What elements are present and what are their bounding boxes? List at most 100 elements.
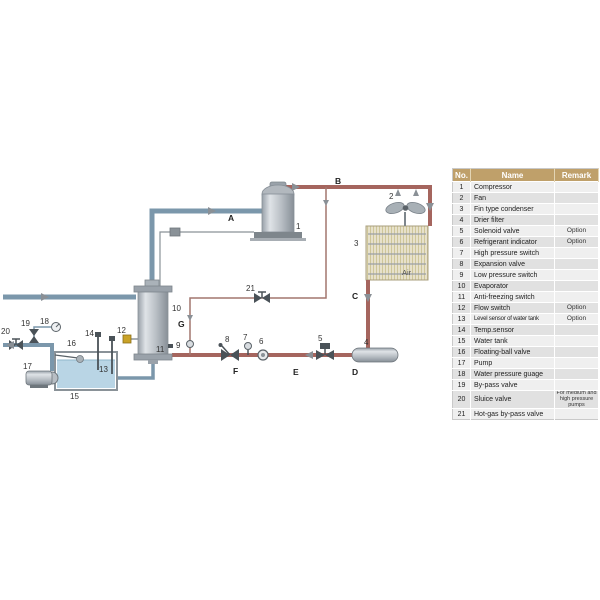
part-label-16: 16 bbox=[67, 339, 76, 348]
arrow-left-icon bbox=[6, 341, 14, 349]
anti-freezing-switch bbox=[168, 344, 173, 348]
part-label-8: 8 bbox=[225, 335, 230, 344]
floating-ball-valve bbox=[54, 354, 84, 363]
cell-remark bbox=[554, 280, 599, 292]
cell-no: 7 bbox=[452, 247, 471, 259]
cell-remark: Option bbox=[554, 313, 599, 325]
cell-remark bbox=[554, 269, 599, 281]
cell-no: 12 bbox=[452, 302, 471, 314]
cell-name: Floating-ball valve bbox=[470, 346, 555, 358]
fan bbox=[385, 202, 426, 226]
cell-remark bbox=[554, 368, 599, 380]
level-sensor bbox=[109, 336, 115, 374]
col-header-no: No. bbox=[452, 168, 471, 182]
cell-remark: Option bbox=[554, 302, 599, 314]
part-label-20: 20 bbox=[1, 327, 10, 336]
cell-name: Temp.sensor bbox=[470, 324, 555, 336]
cell-remark bbox=[554, 214, 599, 226]
flow-label-c: C bbox=[352, 291, 358, 301]
cell-name: Pump bbox=[470, 357, 555, 369]
evaporator bbox=[133, 279, 173, 364]
part-label-3: 3 bbox=[354, 239, 359, 248]
arrow-right-icon bbox=[208, 207, 216, 215]
table-header-row: No. Name Remark bbox=[452, 168, 599, 182]
arrow-down-icon bbox=[364, 294, 372, 302]
cell-no: 21 bbox=[452, 408, 471, 420]
cell-no: 11 bbox=[452, 291, 471, 303]
cell-name: Level sensor of water tank bbox=[470, 313, 555, 325]
temp-sensor bbox=[95, 332, 101, 370]
arrow-up-icon bbox=[395, 189, 401, 196]
cell-name: High pressure switch bbox=[470, 247, 555, 259]
refrigerant-indicator bbox=[257, 349, 269, 361]
cell-no: 13 bbox=[452, 313, 471, 325]
cell-name: Sluice valve bbox=[470, 389, 555, 409]
part-label-11: 11 bbox=[156, 345, 165, 354]
cell-remark bbox=[554, 291, 599, 303]
part-label-9: 9 bbox=[176, 341, 181, 350]
cell-remark bbox=[554, 335, 599, 347]
hot-gas-bypass-valve bbox=[254, 291, 270, 303]
cell-remark: Option bbox=[554, 225, 599, 237]
cell-name: Evaporator bbox=[470, 280, 555, 292]
cell-name: Solenoid valve bbox=[470, 225, 555, 237]
expansion-valve bbox=[218, 343, 239, 361]
flow-label-a: A bbox=[228, 213, 234, 223]
part-label-4: 4 bbox=[364, 338, 369, 347]
part-labels: 1 2 3 4 5 6 7 8 9 10 11 12 13 14 15 16 1… bbox=[1, 192, 394, 401]
fin-type-condenser bbox=[365, 225, 429, 281]
cell-no: 6 bbox=[452, 236, 471, 248]
cell-name: By-pass valve bbox=[470, 379, 555, 391]
cell-no: 10 bbox=[452, 280, 471, 292]
part-label-18: 18 bbox=[40, 317, 49, 326]
cell-remark bbox=[554, 324, 599, 336]
cell-no: 2 bbox=[452, 192, 471, 204]
arrow-down-icon bbox=[426, 203, 434, 211]
cell-remark bbox=[554, 247, 599, 259]
air-label: Air bbox=[402, 268, 412, 277]
cell-name: Hot-gas by-pass valve bbox=[470, 408, 555, 420]
cell-no: 17 bbox=[452, 357, 471, 369]
cell-no: 5 bbox=[452, 225, 471, 237]
flow-labels: A B C D E F G Air bbox=[178, 176, 412, 377]
part-label-19: 19 bbox=[21, 319, 30, 328]
suction-pipe bbox=[149, 208, 262, 282]
cell-name: Fin type condenser bbox=[470, 203, 555, 215]
discharge-pipe bbox=[283, 185, 432, 226]
cell-no: 18 bbox=[452, 368, 471, 380]
flow-arrows bbox=[6, 183, 434, 359]
part-label-12: 12 bbox=[117, 326, 126, 335]
cell-no: 9 bbox=[452, 269, 471, 281]
part-label-10: 10 bbox=[172, 304, 181, 313]
cell-no: 15 bbox=[452, 335, 471, 347]
drier-filter bbox=[351, 347, 399, 363]
cell-name: Drier filter bbox=[470, 214, 555, 226]
part-label-5: 5 bbox=[318, 334, 323, 343]
cell-remark bbox=[554, 346, 599, 358]
compressor bbox=[250, 181, 306, 241]
part-label-6: 6 bbox=[259, 337, 264, 346]
part-label-14: 14 bbox=[85, 329, 94, 338]
cell-remark bbox=[554, 379, 599, 391]
arrow-right-icon bbox=[292, 183, 300, 191]
part-label-7: 7 bbox=[243, 333, 248, 342]
arrow-down-icon bbox=[323, 200, 329, 206]
cell-no: 19 bbox=[452, 379, 471, 391]
cell-remark bbox=[554, 408, 599, 420]
cell-remark bbox=[554, 181, 599, 193]
